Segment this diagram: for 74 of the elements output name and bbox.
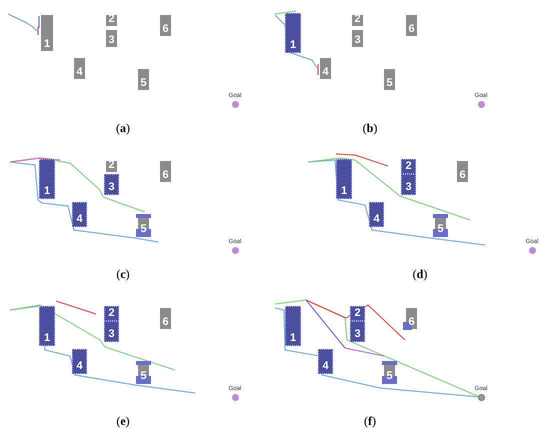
obstacle-block xyxy=(350,306,365,321)
obstacle-block xyxy=(350,321,365,342)
obstacle-number: 1 xyxy=(290,39,296,52)
obstacle-block xyxy=(457,161,468,182)
obstacle-number: 4 xyxy=(373,213,380,226)
obstacle-number: 3 xyxy=(354,34,361,47)
obstacle-number: 5 xyxy=(140,77,147,90)
panel-caption: (a) xyxy=(116,120,130,137)
obstacle-block xyxy=(39,306,55,346)
obstacle-block xyxy=(435,215,446,236)
obstacle-number: 5 xyxy=(386,77,393,90)
obstacle-block xyxy=(318,349,333,374)
obstacle-block xyxy=(138,69,149,90)
obstacle-block xyxy=(104,321,119,342)
obstacle-number: 4 xyxy=(76,360,83,373)
obstacle-number: 6 xyxy=(162,169,169,182)
obstacle-number: 6 xyxy=(408,316,415,329)
obstacle-block xyxy=(104,174,119,195)
obstacle-block xyxy=(160,308,171,329)
obstacle-number: 6 xyxy=(162,23,169,36)
obstacle-number: 1 xyxy=(44,332,50,345)
obstacle-number: 2 xyxy=(354,307,361,320)
obstacle-block xyxy=(106,15,117,26)
obstacle-number: 5 xyxy=(140,370,147,383)
panel-caption: (c) xyxy=(116,266,130,283)
obstacle-number: 1 xyxy=(290,332,296,345)
obstacle-block xyxy=(406,15,417,36)
panel-caption: (d) xyxy=(412,266,428,283)
obstacle-number: 1 xyxy=(340,185,348,198)
obstacle-block xyxy=(104,306,119,321)
obstacle-number: 3 xyxy=(108,181,115,194)
obstacle-number: 5 xyxy=(386,370,393,383)
obstacle-number: 5 xyxy=(140,223,147,236)
obstacle-block xyxy=(74,58,85,79)
obstacle-block xyxy=(384,362,395,383)
obstacle-block xyxy=(72,349,87,374)
obstacle-number: 6 xyxy=(162,316,169,329)
obstacle-block xyxy=(138,362,149,383)
obstacle-number: 3 xyxy=(405,181,412,194)
obstacle-block xyxy=(138,215,149,236)
obstacle-block xyxy=(285,13,301,53)
obstacle-number: 1 xyxy=(44,38,50,51)
obstacle-block xyxy=(352,15,363,26)
obstacle-block xyxy=(401,174,416,195)
obstacle-block xyxy=(160,15,171,36)
obstacle-block xyxy=(384,69,395,90)
obstacle-block xyxy=(406,308,417,329)
obstacle-block xyxy=(401,159,416,174)
obstacle-block xyxy=(320,58,331,79)
obstacle-block xyxy=(106,30,117,47)
obstacle-block xyxy=(352,30,363,47)
panel-caption: (b) xyxy=(362,120,378,137)
obstacle-number: 3 xyxy=(108,328,115,341)
obstacle-number: 2 xyxy=(108,307,115,320)
obstacle-number: 6 xyxy=(408,23,415,36)
obstacle-number: 5 xyxy=(437,223,444,236)
panel-caption: (e) xyxy=(116,413,130,430)
obstacle-block xyxy=(369,202,384,227)
obstacle-block xyxy=(285,306,301,346)
panel-caption: (f) xyxy=(364,413,376,430)
obstacle-block xyxy=(160,161,171,182)
obstacle-number: 4 xyxy=(76,66,83,79)
obstacle-number: 4 xyxy=(322,360,329,373)
obstacle-number: 3 xyxy=(108,34,115,47)
obstacle-block xyxy=(72,202,87,227)
obstacle-number: 2 xyxy=(405,160,412,173)
obstacle-number: 4 xyxy=(76,213,83,226)
obstacle-block xyxy=(336,159,352,199)
obstacle-number: 4 xyxy=(322,66,329,79)
obstacle-block xyxy=(39,159,55,199)
obstacle-block xyxy=(41,15,53,51)
obstacle-number: 1 xyxy=(44,185,50,198)
obstacle-number: 6 xyxy=(459,169,466,182)
obstacle-number: 3 xyxy=(354,328,361,341)
